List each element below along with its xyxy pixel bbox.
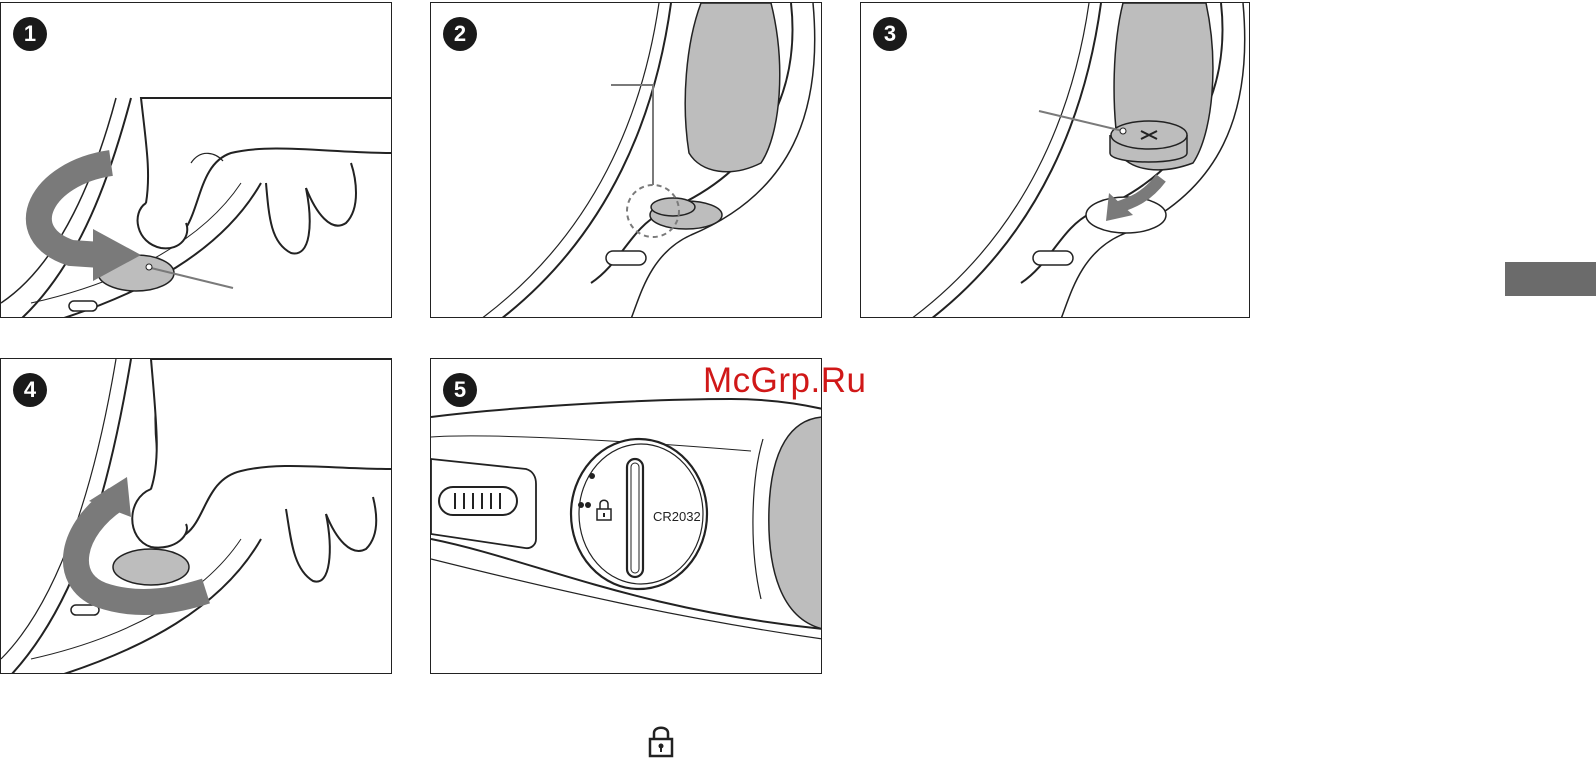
step-1-illustration bbox=[1, 3, 392, 318]
step-3-panel: 3 bbox=[860, 2, 1250, 318]
step-1-panel: 1 bbox=[0, 2, 392, 318]
step-badge-4: 4 bbox=[13, 373, 47, 407]
section-tab bbox=[1505, 262, 1596, 296]
step-4-panel: 4 bbox=[0, 358, 392, 674]
step-4-illustration bbox=[1, 359, 392, 674]
lock-icon bbox=[648, 724, 674, 758]
step-5-illustration: CR2032 bbox=[431, 359, 822, 674]
step-3-illustration bbox=[861, 3, 1250, 318]
step-badge-5: 5 bbox=[443, 373, 477, 407]
battery-label: CR2032 bbox=[653, 509, 701, 524]
step-2-panel: 2 bbox=[430, 2, 822, 318]
step-5-panel: 5 CR2 bbox=[430, 358, 822, 674]
step-badge-1: 1 bbox=[13, 17, 47, 51]
step-2-illustration bbox=[431, 3, 822, 318]
step-badge-3: 3 bbox=[873, 17, 907, 51]
watermark-text: McGrp.Ru bbox=[703, 361, 866, 401]
step-badge-2: 2 bbox=[443, 17, 477, 51]
